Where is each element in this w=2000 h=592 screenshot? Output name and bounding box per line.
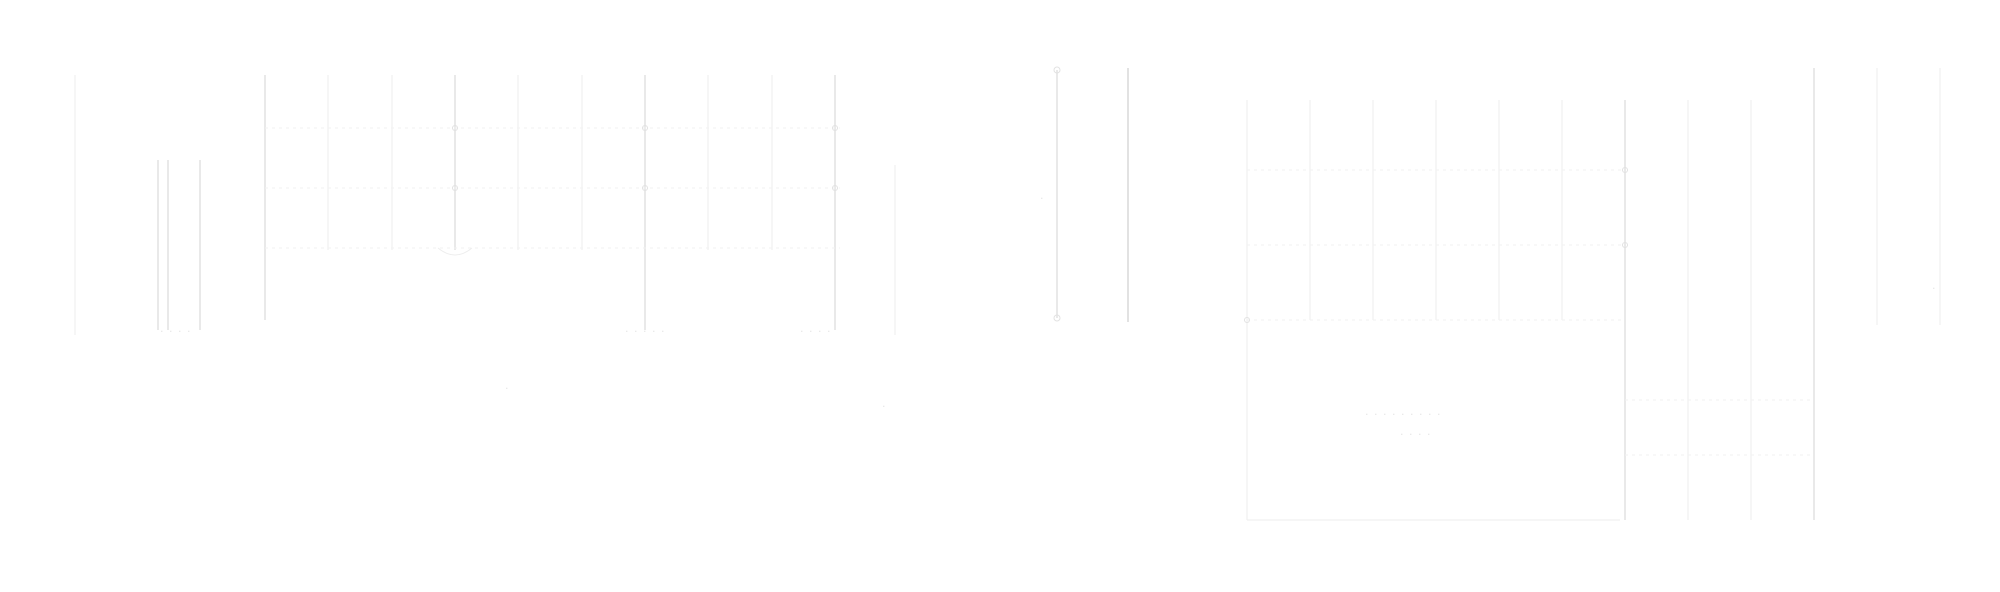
right-node	[1244, 317, 1250, 323]
left-node	[452, 125, 458, 131]
left-node	[452, 185, 458, 191]
right-side-tick: ·	[1932, 282, 1937, 295]
left-node	[832, 185, 838, 191]
left-arc	[437, 247, 473, 256]
left-label-side-tick: ·	[1040, 192, 1045, 205]
left-node	[642, 125, 648, 131]
right-diagram	[1244, 68, 1941, 521]
left-label-below-center: ·	[505, 382, 510, 395]
dimension-cap	[1053, 66, 1061, 74]
right-box-label-1: · · · · · · · · ·	[1365, 408, 1441, 421]
right-node	[1622, 242, 1628, 248]
left-diagram	[74, 66, 1129, 335]
left-label-bottom-mid: · · · · ·	[625, 325, 665, 338]
left-node	[832, 125, 838, 131]
dimension-cap	[1053, 314, 1061, 322]
right-node	[1622, 167, 1628, 173]
right-box-label-2: · · · ·	[1400, 428, 1431, 441]
left-node	[642, 185, 648, 191]
right-labels: · · · · · · · · · · · · · ·	[1365, 282, 1937, 441]
left-label-bottom-left: · · · ·	[160, 325, 191, 338]
left-label-bottom-right: · · · ·	[800, 325, 831, 338]
left-labels: · · · · · · · · · · · · · · · ·	[160, 192, 1045, 413]
left-label-right-tick: ·	[882, 400, 887, 413]
